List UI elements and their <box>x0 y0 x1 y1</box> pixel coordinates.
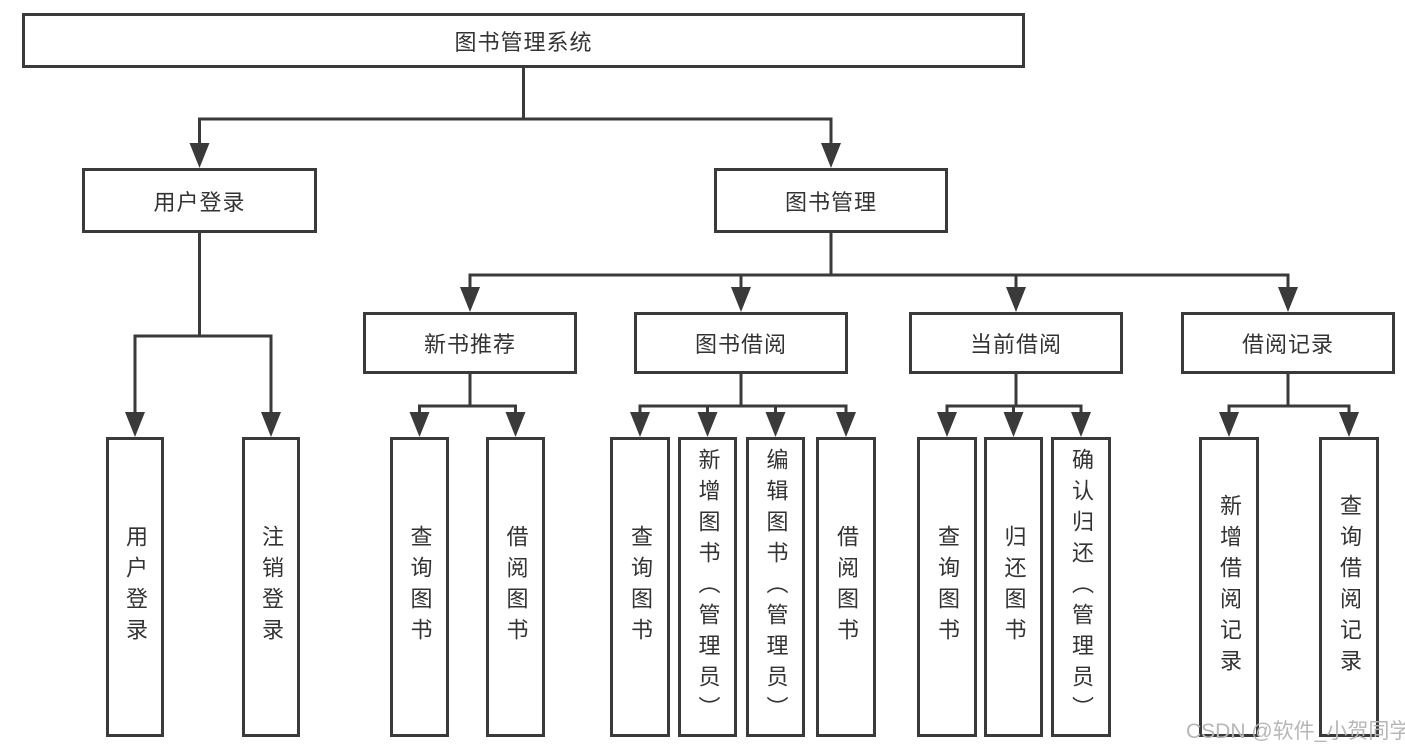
node-book-borrowing: 图书借阅 <box>634 312 848 374</box>
leaf-add-books-admin: 新增图书（管理员） <box>678 437 737 737</box>
leaf-query-borrow-record-label: 查询借阅记录 <box>1337 494 1362 680</box>
leaf-add-borrow-record-label: 新增借阅记录 <box>1217 494 1242 680</box>
node-library-management-system-label: 图书管理系统 <box>454 29 593 55</box>
leaf-confirm-return-admin-label: 确认归还（管理员） <box>1069 447 1094 727</box>
node-user-login-label: 用户登录 <box>153 189 246 215</box>
node-library-management-system: 图书管理系统 <box>22 13 1025 68</box>
leaf-add-books-admin-label: 新增图书（管理员） <box>695 447 721 727</box>
node-new-book-recommend-label: 新书推荐 <box>423 332 516 357</box>
node-current-borrowing: 当前借阅 <box>909 312 1123 374</box>
node-book-management-label: 图书管理 <box>784 189 877 215</box>
node-user-login: 用户登录 <box>82 168 317 233</box>
leaf-add-borrow-record: 新增借阅记录 <box>1199 437 1259 737</box>
leaf-return-books-label: 归还图书 <box>1001 525 1027 649</box>
node-borrowing-records: 借阅记录 <box>1181 312 1395 374</box>
node-book-management: 图书管理 <box>714 168 948 233</box>
leaf-query-borrow-record: 查询借阅记录 <box>1319 437 1379 737</box>
leaf-query-books-recommend: 查询图书 <box>390 437 449 737</box>
node-current-borrowing-label: 当前借阅 <box>969 332 1062 357</box>
leaf-return-books: 归还图书 <box>984 437 1043 737</box>
leaf-query-books-current: 查询图书 <box>917 437 977 737</box>
leaf-query-books-borrowing-label: 查询图书 <box>628 525 653 649</box>
leaf-user-login: 用户登录 <box>106 437 164 737</box>
node-book-borrowing-label: 图书借阅 <box>694 332 787 357</box>
leaf-edit-books-admin-label: 编辑图书（管理员） <box>763 447 789 727</box>
leaf-query-books-current-label: 查询图书 <box>935 525 960 649</box>
leaf-borrow-books: 借阅图书 <box>816 437 876 737</box>
leaf-logout-label: 注销登录 <box>259 525 284 649</box>
leaf-borrow-books-label: 借阅图书 <box>834 525 859 649</box>
leaf-logout: 注销登录 <box>242 437 300 737</box>
watermark-text: CSDN @软件_小贺同学 <box>1186 720 1405 743</box>
leaf-edit-books-admin: 编辑图书（管理员） <box>746 437 805 737</box>
leaf-confirm-return-admin: 确认归还（管理员） <box>1051 437 1111 737</box>
node-borrowing-records-label: 借阅记录 <box>1241 332 1334 357</box>
leaf-borrow-books-recommend: 借阅图书 <box>486 437 545 737</box>
leaf-user-login-label: 用户登录 <box>123 525 148 649</box>
leaf-query-books-borrowing: 查询图书 <box>610 437 670 737</box>
leaf-query-books-recommend-label: 查询图书 <box>407 525 433 649</box>
node-new-book-recommend: 新书推荐 <box>363 312 577 374</box>
leaf-borrow-books-recommend-label: 借阅图书 <box>503 525 529 649</box>
